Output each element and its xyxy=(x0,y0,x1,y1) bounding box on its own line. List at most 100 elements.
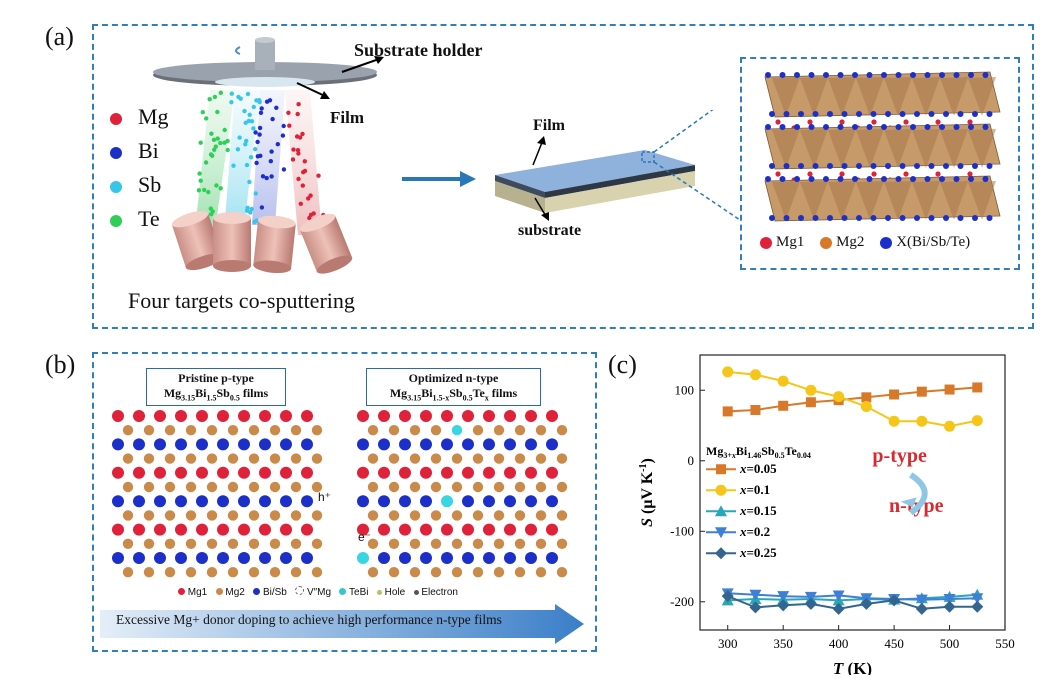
lattice-atom xyxy=(301,466,313,479)
lattice-atom xyxy=(546,495,558,508)
lattice-atom xyxy=(269,481,281,493)
octahedron xyxy=(884,77,912,116)
octahedron xyxy=(940,77,968,116)
lattice-atom xyxy=(185,481,197,493)
legend-te-label: Te xyxy=(138,206,160,231)
lattice-atom xyxy=(112,466,124,479)
x-atom xyxy=(852,124,858,130)
lattice-atom xyxy=(472,425,484,436)
lattice-atom xyxy=(451,453,463,464)
particle xyxy=(294,134,300,139)
x-atom xyxy=(953,124,960,130)
lattice-atom xyxy=(535,538,547,549)
lattice-atom xyxy=(175,466,187,479)
lattice-atom xyxy=(535,481,547,493)
x-atom xyxy=(870,163,877,169)
particle xyxy=(206,189,211,195)
x-atom xyxy=(823,72,829,78)
legend-sb-label: Sb xyxy=(138,172,162,197)
lattice-atom xyxy=(227,453,239,464)
lattice-atom xyxy=(514,510,526,521)
x-atom xyxy=(885,215,891,221)
octahedron xyxy=(968,77,996,116)
particle xyxy=(243,120,248,126)
particle xyxy=(210,153,215,158)
particle xyxy=(257,132,262,137)
x-atom xyxy=(837,124,844,130)
octahedron xyxy=(884,129,912,168)
plot-frame xyxy=(699,354,1006,631)
x-atom xyxy=(943,163,949,169)
x-atom xyxy=(885,163,891,169)
lattice-atom xyxy=(556,481,568,493)
lattice-atom xyxy=(227,510,239,521)
particle xyxy=(274,105,279,111)
lattice-atom xyxy=(409,538,421,549)
lattice-atom xyxy=(112,552,124,564)
lattice-atom xyxy=(493,453,505,464)
octahedron xyxy=(912,181,940,220)
crystal-inset-frame xyxy=(740,57,1020,270)
x-tick-label: 400 xyxy=(829,636,849,651)
x-atom xyxy=(972,111,978,117)
panel-a-label: (a) xyxy=(45,22,74,51)
lattice-atom xyxy=(357,523,369,536)
lattice-atom xyxy=(357,466,369,479)
lattice-atom xyxy=(399,552,411,564)
data-point xyxy=(722,366,734,378)
lattice-atom xyxy=(525,466,537,479)
particle xyxy=(281,167,287,172)
mg1-atom xyxy=(807,119,813,125)
mg1-atom xyxy=(807,171,813,177)
lattice-atom xyxy=(483,438,495,451)
lattice-atom xyxy=(133,495,145,508)
data-point xyxy=(749,589,762,601)
lattice-atom xyxy=(280,466,292,479)
lattice-atom xyxy=(556,425,568,436)
lattice-atom xyxy=(451,425,463,436)
octahedron xyxy=(800,77,828,116)
particle xyxy=(249,206,254,212)
mg1-atom xyxy=(967,171,973,177)
particle xyxy=(258,110,264,116)
mg1-atom xyxy=(871,119,877,125)
x-atom xyxy=(808,124,815,130)
lattice-atom xyxy=(462,410,474,422)
lattice-atom xyxy=(546,523,558,536)
x-atom xyxy=(798,215,804,221)
lattice-atom xyxy=(311,510,323,521)
lattice-atom xyxy=(112,438,124,451)
lattice-atom xyxy=(154,466,166,479)
octahedron xyxy=(940,181,968,220)
lattice-atom xyxy=(399,523,411,536)
lattice-atom xyxy=(409,481,421,493)
particle xyxy=(298,201,303,206)
data-point xyxy=(861,392,872,403)
mg1-dot-icon xyxy=(760,236,772,249)
particle xyxy=(204,116,209,121)
lattice-atom xyxy=(556,538,568,549)
particle xyxy=(238,96,243,101)
lattice-atom xyxy=(112,523,124,536)
x-atom xyxy=(812,215,819,221)
x-atom xyxy=(783,111,790,117)
x-atom xyxy=(794,72,800,78)
data-point xyxy=(777,375,789,387)
mg1-atom xyxy=(935,171,941,177)
lattice-atom xyxy=(378,523,390,536)
lattice-atom xyxy=(367,510,379,521)
panel-b-label: (b) xyxy=(45,350,76,379)
lattice-atom xyxy=(451,567,463,578)
x-atom xyxy=(982,72,989,78)
lattice-atom xyxy=(367,481,379,493)
lattice-atom xyxy=(441,495,453,508)
particle xyxy=(296,102,301,107)
lattice-atom xyxy=(409,567,421,578)
lattice-atom xyxy=(238,410,250,422)
x-atom xyxy=(866,176,873,182)
x-atom xyxy=(957,163,964,169)
lattice-atom xyxy=(388,481,400,493)
sputtering-caption: Four targets co-sputtering xyxy=(128,288,355,313)
x-atom xyxy=(769,163,775,169)
lattice-atom xyxy=(227,481,239,493)
